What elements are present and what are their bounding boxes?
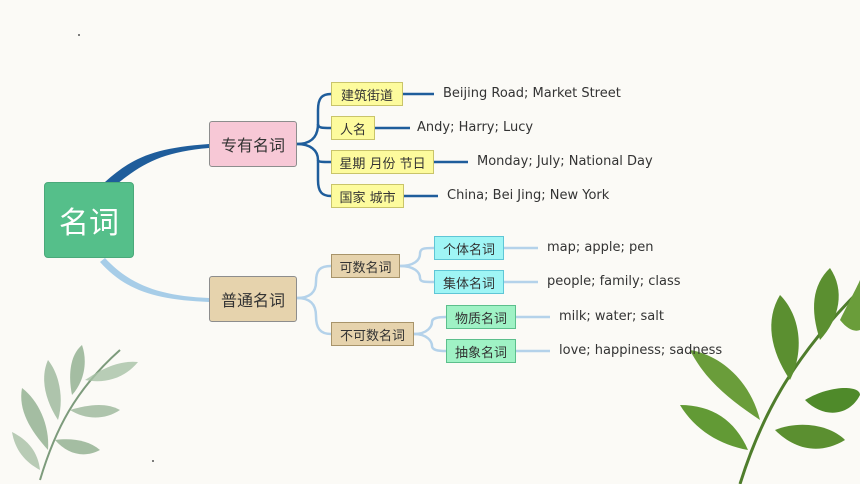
connector-proper-children	[296, 92, 468, 198]
connector-common-children	[296, 246, 550, 353]
root-node[interactable]: 名词	[44, 182, 134, 258]
country-city-node[interactable]: 国家 城市	[331, 184, 404, 208]
abstract-noun-example: love; happiness; sadness	[559, 343, 723, 358]
connector-root-common	[100, 258, 209, 302]
dot-decoration	[152, 460, 154, 462]
collective-noun-node[interactable]: 集体名词	[434, 270, 504, 294]
week-month-festival-node[interactable]: 星期 月份 节日	[331, 150, 434, 174]
material-noun-node[interactable]: 物质名词	[446, 305, 516, 329]
individual-noun-example: map; apple; pen	[547, 240, 654, 255]
common-noun-node[interactable]: 普通名词	[209, 276, 297, 322]
abstract-noun-node[interactable]: 抽象名词	[446, 339, 516, 363]
person-name-example: Andy; Harry; Lucy	[417, 120, 534, 135]
collective-noun-example: people; family; class	[547, 274, 681, 289]
week-month-festival-example: Monday; July; National Day	[477, 154, 653, 169]
individual-noun-node[interactable]: 个体名词	[434, 236, 504, 260]
uncountable-noun-node[interactable]: 不可数名词	[331, 322, 414, 346]
proper-noun-node[interactable]: 专有名词	[209, 121, 297, 167]
country-city-example: China; Bei Jing; New York	[447, 188, 610, 203]
leaf-sprig-right-icon	[680, 268, 860, 484]
dot-decoration	[78, 34, 80, 36]
countable-noun-node[interactable]: 可数名词	[331, 254, 400, 278]
leaf-sprig-left-icon	[12, 345, 138, 481]
person-name-node[interactable]: 人名	[331, 116, 375, 140]
building-street-node[interactable]: 建筑街道	[331, 82, 403, 106]
material-noun-example: milk; water; salt	[559, 309, 664, 324]
building-street-example: Beijing Road; Market Street	[443, 86, 621, 101]
